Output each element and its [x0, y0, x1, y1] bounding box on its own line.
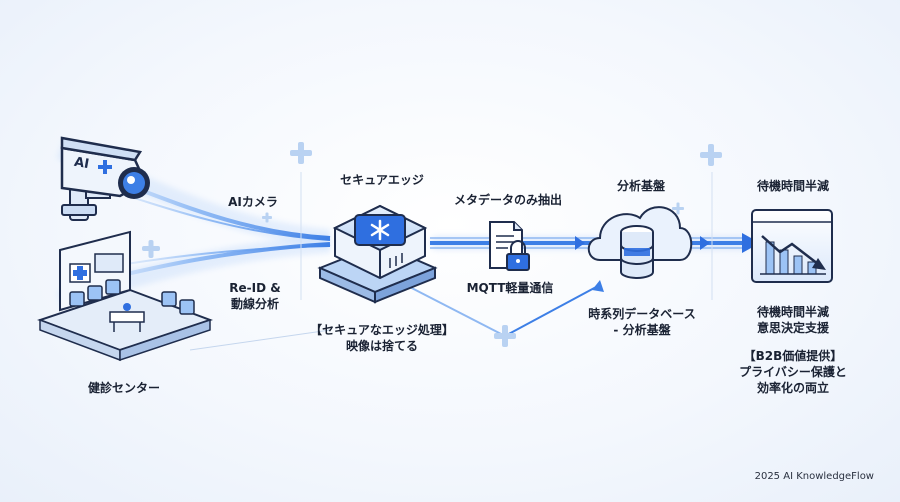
- label-b2b: 【B2B価値提供】 プライバシー保護と 効率化の両立: [739, 348, 847, 396]
- camera-badge-text: AI: [72, 154, 91, 173]
- label-reid-line1: Re-ID &: [229, 281, 281, 295]
- label-tsdb: 時系列データベース - 分析基盤: [588, 306, 695, 338]
- lock-icon: [506, 240, 530, 271]
- edge-to-db-arrow: [399, 280, 604, 337]
- label-tsdb-line1: 時系列データベース: [588, 307, 696, 321]
- label-b2b-line1: 【B2B価値提供】: [743, 349, 843, 363]
- label-result: 待機時間半減 意思決定支援: [757, 304, 829, 336]
- connector-line: [189, 329, 331, 351]
- cloud-database-icon: [587, 206, 693, 279]
- dashboard-chart-icon: [751, 209, 833, 283]
- health-center-icon: [37, 230, 213, 362]
- label-edge-note: 【セキュアなエッジ処理】 映像は捨てる: [310, 322, 454, 354]
- label-edge-note-line1: 【セキュアなエッジ処理】: [310, 323, 454, 337]
- secure-edge-device-icon: [317, 204, 438, 304]
- label-ai-camera: AIカメラ: [228, 195, 278, 209]
- label-health-center: 健診センター: [87, 381, 161, 395]
- label-edge-note-line2: 映像は捨てる: [345, 339, 419, 353]
- label-reid-line2: 動線分析: [230, 297, 279, 311]
- label-b2b-line3: 効率化の両立: [756, 381, 830, 395]
- label-secure-edge: セキュアエッジ: [340, 173, 424, 187]
- copyright-text: 2025 AI KnowledgeFlow: [754, 471, 874, 482]
- label-result-line1: 待機時間半減: [756, 305, 830, 319]
- label-metadata-only: メタデータのみ抽出: [453, 193, 563, 207]
- label-reid: Re-ID & 動線分析: [229, 280, 280, 312]
- ai-camera-icon: [60, 136, 150, 221]
- label-wait-time-top: 待機時間半減: [756, 179, 830, 193]
- label-mqtt: MQTT軽量通信: [466, 281, 554, 295]
- label-b2b-line2: プライバシー保護と: [739, 365, 847, 379]
- label-analytics-platform: 分析基盤: [616, 179, 666, 193]
- label-tsdb-line2: - 分析基盤: [613, 323, 671, 337]
- plus-icon: [142, 142, 722, 347]
- label-result-line2: 意思決定支援: [756, 321, 830, 335]
